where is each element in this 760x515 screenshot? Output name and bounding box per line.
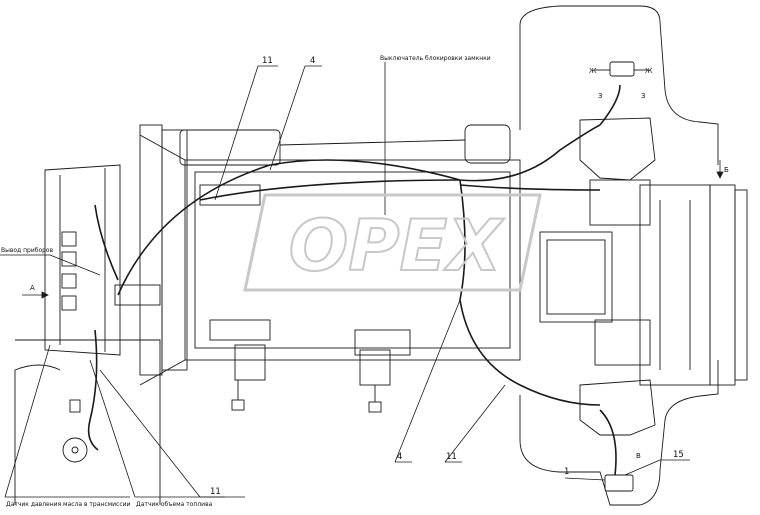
section-zh-right: Ж: [645, 67, 653, 75]
upper-bracket: [579, 117, 656, 181]
section-z-left: З: [598, 92, 603, 100]
note-fuel-level-sensor: Датчик объема топлива: [136, 501, 213, 508]
note-oil-pressure-sensor: Датчик давления масла в трансмиссии: [6, 501, 131, 508]
fuel-sensor-flange: [62, 437, 88, 463]
rear-frame-outline: [519, 5, 719, 506]
watermark-logo: OPEX: [243, 193, 542, 292]
mark-v: В: [636, 452, 641, 460]
callout-4-bottom: 4: [397, 452, 402, 462]
housing-inner: [194, 171, 511, 349]
callout-4-top: 4: [310, 56, 315, 66]
note-instrument-output: Вывод приборов: [1, 247, 54, 254]
callout-1: 1: [564, 467, 569, 477]
lower-bracket: [579, 379, 656, 436]
callout-11-top: 11: [262, 56, 273, 66]
section-zh-left: Ж: [589, 67, 597, 75]
upper-tube: [179, 129, 281, 166]
transmission-housing: [184, 159, 521, 361]
left-frame-plate: [44, 164, 121, 356]
callout-11-bottom-left: 11: [210, 487, 221, 497]
wiring-harness: [87, 84, 621, 476]
callout-11-bottom-mid: 11: [446, 452, 457, 462]
leader-lines: [0, 62, 724, 498]
view-arrow-a: А: [30, 284, 35, 292]
section-z-right: З: [641, 92, 646, 100]
gearbox-cover: [539, 231, 613, 323]
note-lock-switch: Выключатель блокировки замкнки: [380, 55, 491, 62]
callout-15: 15: [673, 450, 684, 460]
rear-flange: [709, 184, 736, 386]
watermark-text: OPEX: [289, 205, 505, 287]
view-arrow-b: Б: [724, 166, 729, 174]
